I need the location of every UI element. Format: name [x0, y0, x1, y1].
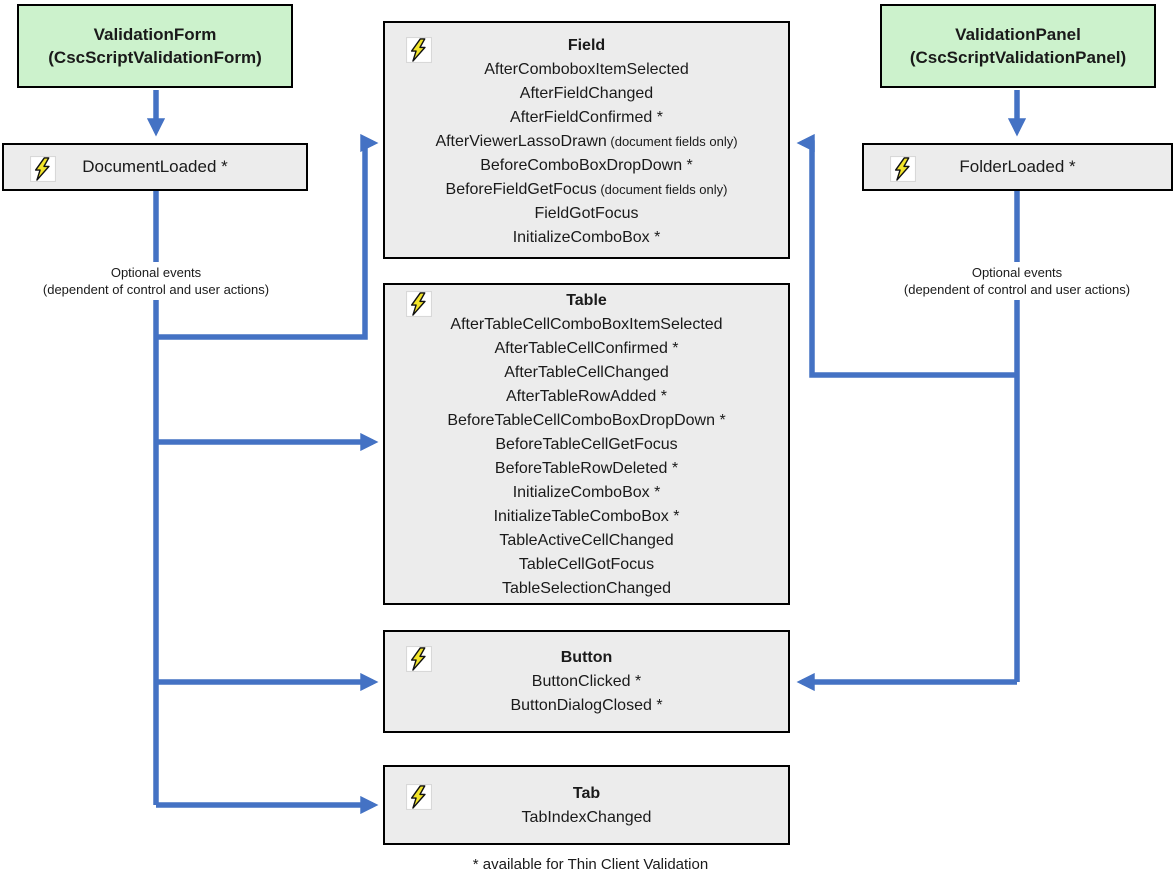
- event-item: AfterViewerLassoDrawn (document fields o…: [435, 133, 738, 150]
- document-loaded-label: DocumentLoaded *: [82, 157, 228, 176]
- folder-loaded-box: FolderLoaded *: [862, 143, 1173, 191]
- event-item: BeforeTableCellGetFocus: [495, 436, 678, 453]
- event-lightning-icon: [406, 784, 432, 810]
- event-item: AfterTableRowAdded *: [506, 388, 667, 405]
- validation-form-title: ValidationForm: [93, 25, 217, 44]
- validation-form-box: ValidationForm (CscScriptValidationForm): [17, 4, 293, 88]
- button-box-title: Button: [560, 649, 613, 666]
- button-events-list: ButtonClicked * ButtonDialogClosed *: [385, 670, 788, 718]
- tab-events-list: TabIndexChanged: [385, 806, 788, 830]
- left-optional-events-note: Optional events (dependent of control an…: [16, 262, 296, 300]
- event-item: InitializeComboBox *: [512, 229, 661, 246]
- event-lightning-icon: [890, 156, 916, 182]
- event-item: AfterTableCellComboBoxItemSelected: [450, 316, 723, 333]
- event-item: TableActiveCellChanged: [499, 532, 674, 549]
- field-box-title: Field: [567, 37, 606, 54]
- right-optional-events-note: Optional events (dependent of control an…: [876, 262, 1158, 300]
- validation-panel-title: ValidationPanel: [955, 25, 1081, 44]
- event-item: BeforeTableRowDeleted *: [494, 460, 679, 477]
- event-item: ButtonClicked *: [531, 673, 642, 690]
- event-item: InitializeComboBox *: [512, 484, 661, 501]
- tab-box-title: Tab: [572, 785, 601, 802]
- document-loaded-box: DocumentLoaded *: [2, 143, 308, 191]
- tab-events-box: Tab TabIndexChanged: [383, 765, 790, 845]
- button-events-box: Button ButtonClicked * ButtonDialogClosed…: [383, 630, 790, 733]
- validation-form-subtitle: (CscScriptValidationForm): [48, 48, 262, 67]
- validation-panel-subtitle: (CscScriptValidationPanel): [909, 48, 1127, 67]
- event-item: AfterFieldConfirmed *: [510, 109, 663, 126]
- event-lightning-icon: [406, 37, 432, 63]
- table-box-title: Table: [566, 292, 607, 309]
- event-item: InitializeTableComboBox *: [493, 508, 680, 525]
- event-lightning-icon: [30, 156, 56, 182]
- event-item: BeforeTableCellComboBoxDropDown *: [447, 412, 726, 429]
- event-item: AfterFieldChanged: [519, 85, 654, 102]
- validation-panel-box: ValidationPanel (CscScriptValidationPane…: [880, 4, 1156, 88]
- event-item: AfterTableCellChanged: [504, 364, 669, 381]
- folder-loaded-label: FolderLoaded *: [959, 157, 1076, 176]
- event-item: FieldGotFocus: [534, 205, 639, 222]
- footnote: * available for Thin Client Validation: [472, 856, 709, 873]
- table-events-box: Table AfterTableCellComboBoxItemSelected…: [383, 283, 790, 605]
- event-item: AfterComboboxItemSelected: [484, 61, 689, 78]
- event-lightning-icon: [406, 291, 432, 317]
- event-item: TableCellGotFocus: [518, 556, 655, 573]
- event-item: TableSelectionChanged: [501, 580, 671, 597]
- event-item: BeforeComboBoxDropDown *: [480, 157, 693, 174]
- event-item: TabIndexChanged: [521, 809, 652, 826]
- event-item: ButtonDialogClosed *: [510, 697, 663, 714]
- event-lightning-icon: [406, 646, 432, 672]
- event-item: BeforeFieldGetFocus (document fields onl…: [445, 181, 728, 198]
- event-item: AfterTableCellConfirmed *: [494, 340, 679, 357]
